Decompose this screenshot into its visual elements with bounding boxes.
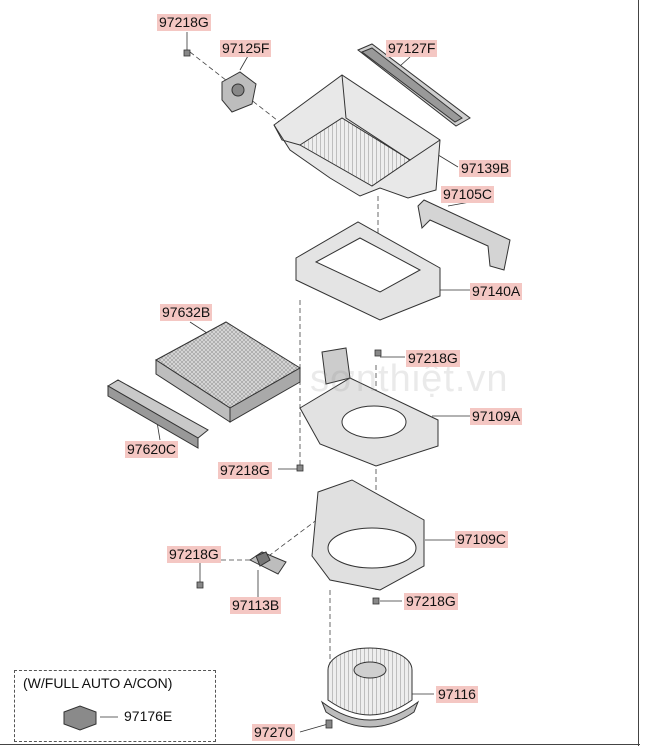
label-97113b: 97113B [230, 597, 282, 614]
part-97620c-cover [107, 379, 209, 449]
label-97270: 97270 [252, 724, 295, 741]
label-97218g-lower-left: 97218G [218, 462, 272, 479]
part-97140a-frame [295, 221, 441, 321]
page-border-bottom [0, 744, 640, 745]
option-note-box: (W/FULL AUTO A/CON) [14, 670, 216, 742]
label-97620c: 97620C [125, 441, 179, 458]
option-note-title: (W/FULL AUTO A/CON) [23, 675, 173, 691]
part-97632b-filter [155, 321, 301, 423]
label-97140a: 97140A [470, 283, 523, 300]
part-97105c-duct [417, 199, 511, 271]
page-border-right [638, 0, 639, 746]
screw-icons [183, 49, 382, 729]
label-97632b: 97632B [160, 304, 213, 321]
label-97176e: 97176E [124, 708, 173, 724]
label-97125f: 97125F [220, 40, 272, 57]
part-97116-blower-motor [320, 647, 420, 728]
label-97105c: 97105C [441, 186, 495, 203]
label-97116: 97116 [436, 686, 478, 703]
part-97125f-actuator [221, 71, 257, 113]
part-97113b-resistor [249, 551, 287, 575]
part-97109c-case-lower [311, 479, 425, 591]
label-97139b: 97139B [459, 160, 512, 177]
part-97139b-upper-case [273, 74, 441, 199]
label-97218g-mid: 97218G [406, 350, 460, 367]
part-97127f-seal [357, 43, 471, 127]
part-97109a-case-upper [299, 347, 439, 467]
label-97218g-resistor: 97218G [167, 546, 221, 563]
label-97127f: 97127F [386, 40, 438, 57]
label-97109a: 97109A [470, 408, 523, 425]
label-97218g-bottom: 97218G [404, 593, 458, 610]
label-97218g-top: 97218G [157, 14, 211, 31]
part-97176e-sensor [63, 705, 97, 731]
label-97109c: 97109C [455, 531, 509, 548]
